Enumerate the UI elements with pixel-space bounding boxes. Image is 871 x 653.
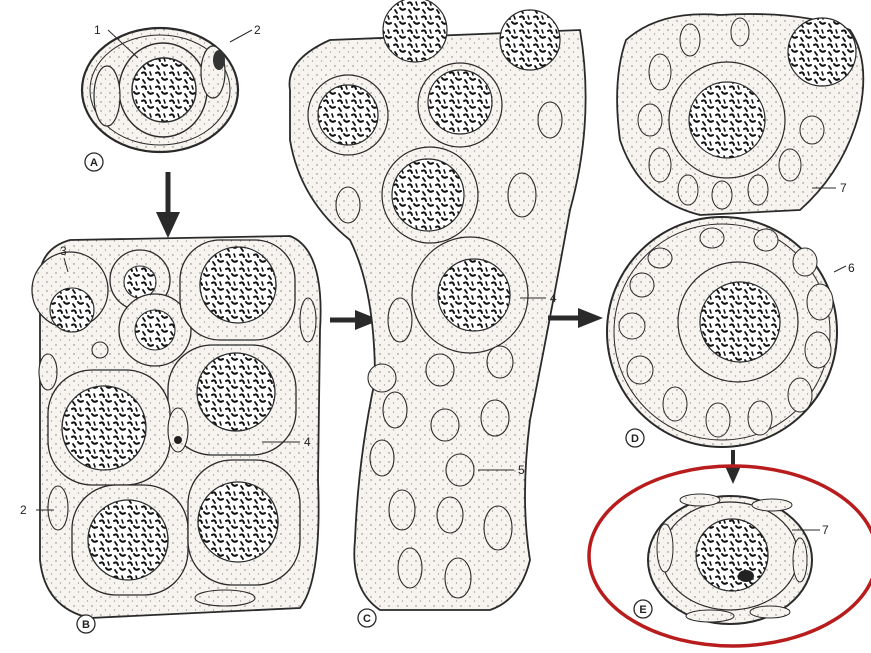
svg-text:3: 3 — [60, 244, 67, 258]
panel-d-follicles — [607, 14, 863, 447]
panel-c-cord — [290, 0, 586, 610]
label-a: A — [85, 153, 103, 171]
label-b: B — [77, 615, 95, 633]
label-e: E — [634, 600, 652, 618]
svg-text:4: 4 — [304, 435, 311, 449]
callout-6: 6 — [834, 261, 855, 275]
label-d: D — [626, 429, 644, 447]
callout-2-follicle-cell-a: 2 — [230, 23, 261, 42]
svg-text:A: A — [90, 157, 98, 169]
svg-text:7: 7 — [822, 523, 829, 537]
svg-text:C: C — [363, 613, 371, 625]
panel-e-follicle — [648, 494, 812, 624]
svg-text:1: 1 — [94, 23, 101, 37]
svg-text:6: 6 — [848, 261, 855, 275]
svg-text:4: 4 — [550, 291, 557, 305]
svg-text:5: 5 — [518, 463, 525, 477]
panel-a-primordial-follicle — [82, 28, 238, 152]
svg-text:2: 2 — [20, 503, 27, 517]
svg-text:B: B — [82, 619, 90, 631]
svg-text:2: 2 — [254, 23, 261, 37]
panel-b-cell-cluster — [32, 236, 321, 618]
arrow-c-to-d — [548, 308, 603, 328]
label-c: C — [358, 609, 376, 627]
arrow-a-to-b — [156, 172, 180, 238]
svg-text:E: E — [639, 604, 646, 616]
svg-text:7: 7 — [840, 181, 847, 195]
svg-text:D: D — [631, 433, 639, 445]
